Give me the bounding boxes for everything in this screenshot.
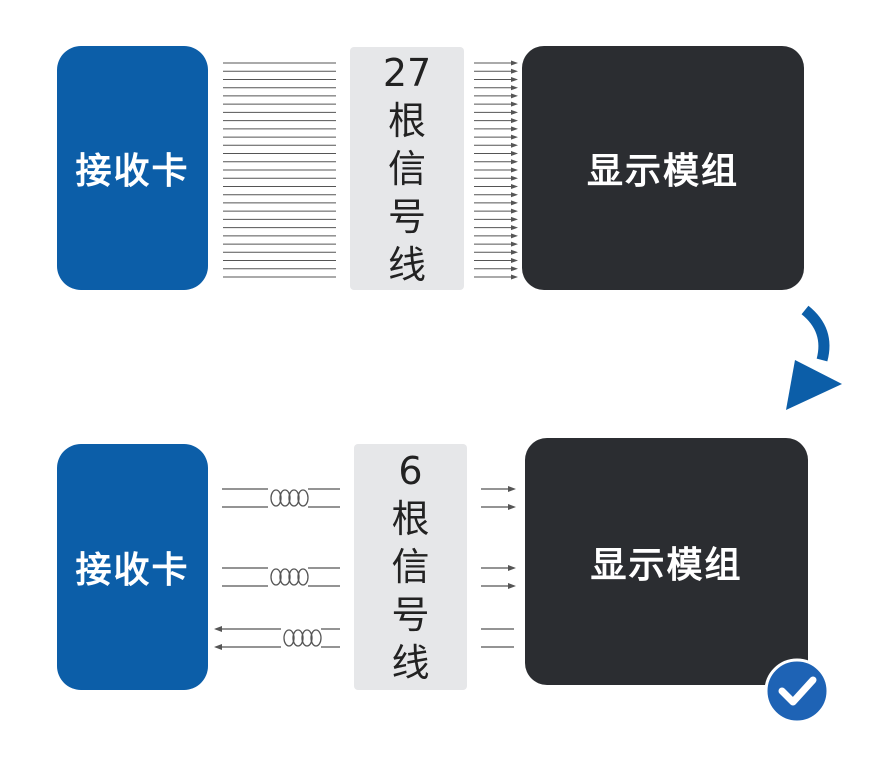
- bottom-char-xin: 信: [391, 545, 430, 589]
- top-arrowhead: [511, 142, 518, 148]
- bottom-receiver-card: 接收卡: [57, 444, 208, 690]
- top-receiver-label: 接收卡: [75, 151, 190, 192]
- top-arrowhead: [511, 274, 518, 280]
- top-char-hao: 号: [387, 194, 426, 239]
- top-arrowhead: [511, 134, 518, 140]
- top-arrowhead: [511, 241, 518, 247]
- bottom-module-label: 显示模组: [590, 544, 743, 586]
- bottom-receiver-label: 接收卡: [75, 550, 190, 591]
- top-arrowhead: [511, 101, 518, 107]
- twisted-pair-coil: [279, 568, 291, 586]
- top-arrowhead: [511, 200, 518, 206]
- top-arrowhead: [511, 109, 518, 115]
- top-arrowhead: [511, 126, 518, 132]
- twisted-pair-coil: [279, 489, 291, 507]
- twisted-pair-coil: [301, 629, 313, 647]
- bottom-arrowhead-right: [508, 565, 516, 571]
- top-arrowhead: [511, 266, 518, 272]
- bottom-char-gen: 根: [391, 497, 430, 541]
- top-display-module: 显示模组: [522, 46, 804, 290]
- bottom-display-module: 显示模组: [525, 438, 808, 685]
- twisted-pair-coil: [270, 568, 282, 586]
- top-arrowhead: [511, 183, 518, 189]
- bottom-char-xian: 线: [391, 641, 430, 685]
- top-arrowhead: [511, 216, 518, 222]
- top-arrowhead: [511, 151, 518, 157]
- top-char-gen: 根: [387, 98, 426, 143]
- twisted-pair-coil: [292, 629, 304, 647]
- top-char-xian: 线: [387, 242, 426, 287]
- bottom-arrowhead-right: [508, 504, 516, 510]
- bottom-char-hao: 号: [391, 593, 430, 637]
- top-arrowhead: [511, 225, 518, 231]
- twisted-pair-coil: [297, 489, 309, 507]
- bottom-signal-count-label: 6 根 信 号 线: [354, 444, 467, 690]
- top-char-xin: 信: [387, 146, 426, 191]
- top-arrowhead: [511, 233, 518, 239]
- top-arrowhead: [511, 175, 518, 181]
- top-arrowhead: [511, 60, 518, 66]
- top-arrowhead: [511, 167, 518, 173]
- top-arrowhead: [511, 93, 518, 99]
- bottom-arrowhead-left: [214, 626, 222, 632]
- bottom-arrowhead-right: [508, 486, 516, 492]
- top-arrowhead: [511, 118, 518, 124]
- twisted-pair-coil: [288, 568, 300, 586]
- top-arrowhead: [511, 76, 518, 82]
- top-receiver-card: 接收卡: [57, 46, 208, 290]
- top-module-label: 显示模组: [586, 151, 739, 192]
- top-arrowhead: [511, 85, 518, 91]
- twisted-pair-coil: [310, 629, 322, 647]
- twisted-pair-coil: [283, 629, 295, 647]
- twisted-pair-coil: [288, 489, 300, 507]
- top-arrowhead: [511, 258, 518, 264]
- top-arrowhead: [511, 192, 518, 198]
- bottom-arrowhead-left: [214, 644, 222, 650]
- top-arrowhead: [511, 159, 518, 165]
- bottom-arrowhead-right: [508, 583, 516, 589]
- top-count: 27: [382, 50, 432, 95]
- top-arrowhead: [511, 249, 518, 255]
- top-signal-count-label: 27 根 信 号 线: [350, 47, 464, 290]
- top-arrowhead: [511, 208, 518, 214]
- twisted-pair-coil: [297, 568, 309, 586]
- bottom-count: 6: [398, 449, 423, 493]
- top-arrowhead: [511, 68, 518, 74]
- twisted-pair-coil: [270, 489, 282, 507]
